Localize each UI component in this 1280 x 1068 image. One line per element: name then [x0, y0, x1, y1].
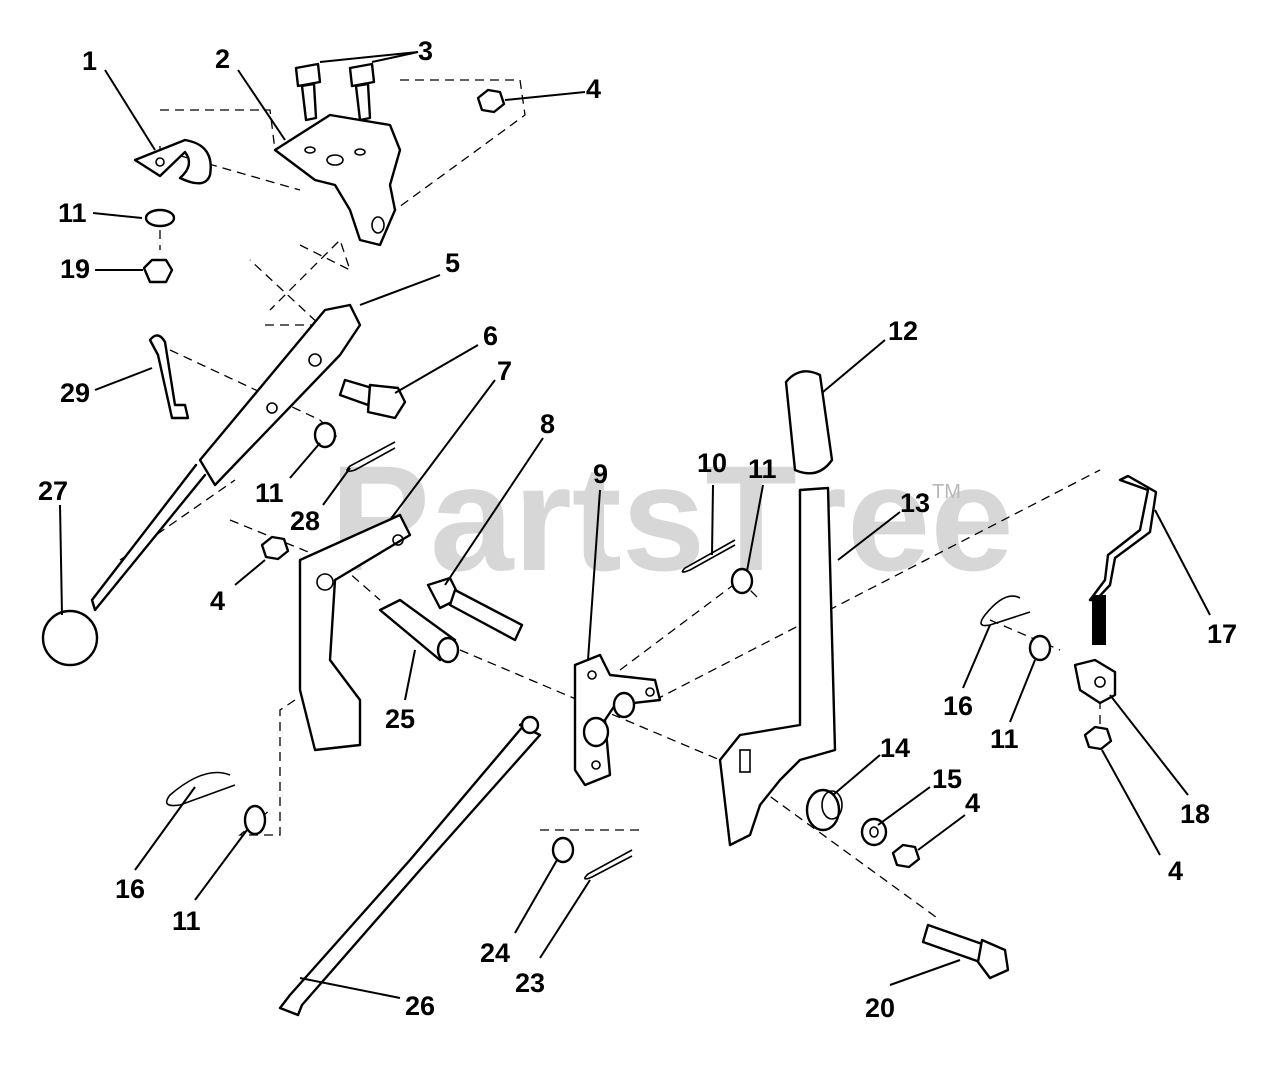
callout-4-b: 4 [210, 586, 225, 616]
part-4-nuts [260, 88, 1113, 869]
callout-18: 18 [1180, 799, 1210, 829]
callout-25: 25 [385, 704, 415, 734]
callout-24: 24 [480, 938, 510, 968]
callout-14: 14 [880, 733, 910, 763]
callout-5: 5 [445, 248, 460, 278]
part-18-swivel [1073, 658, 1117, 705]
part-1-clip [133, 138, 212, 185]
watermark-text: PartsTree [330, 434, 1014, 602]
part-19-nut [142, 258, 174, 284]
part-11-washers [144, 208, 1052, 836]
part-29-link [148, 334, 190, 420]
callout-16-b: 16 [115, 874, 145, 904]
callout-1: 1 [82, 46, 97, 76]
part-3-bolts [294, 62, 376, 122]
callout-20: 20 [865, 993, 895, 1023]
part-17-rod [1088, 474, 1158, 645]
callout-17: 17 [1207, 619, 1237, 649]
callout-11-d: 11 [990, 724, 1019, 754]
callout-15: 15 [932, 764, 962, 794]
part-5-lift-arm [90, 303, 362, 612]
watermark-trademark: TM [932, 481, 961, 503]
part-7-plate [298, 513, 412, 752]
part-14-bushing [805, 788, 843, 832]
callout-28: 28 [290, 506, 320, 536]
callout-11-b: 11 [58, 198, 87, 228]
part-9-plate [573, 653, 662, 787]
callout-4-d: 4 [1168, 856, 1183, 886]
part-8-bolt [426, 576, 524, 642]
callout-4: 4 [586, 74, 601, 104]
callout-12: 12 [888, 316, 918, 346]
callout-13: 13 [900, 488, 930, 518]
callout-16-a: 16 [943, 691, 973, 721]
part-2-bracket [273, 113, 402, 247]
callout-11-c: 11 [255, 478, 284, 508]
callout-labels: 1 2 3 4 5 6 7 8 9 10 11 12 13 14 15 16 1… [38, 36, 1237, 1023]
part-24-washer [551, 836, 575, 864]
callout-6: 6 [483, 321, 498, 351]
part-25-sleeve [378, 598, 460, 664]
part-20-bolt [921, 923, 1010, 980]
leader-lines [59, 51, 1211, 999]
callout-7: 7 [497, 356, 512, 386]
callout-19: 19 [60, 254, 90, 284]
callout-29: 29 [60, 378, 90, 408]
callout-10: 10 [697, 448, 727, 478]
part-12-grip [784, 370, 834, 475]
callout-23: 23 [515, 968, 545, 998]
part-26-rod [278, 715, 542, 1017]
callout-2: 2 [215, 44, 230, 74]
callout-9: 9 [593, 459, 608, 489]
callout-11-e: 11 [172, 906, 201, 936]
part-6-bolt [338, 378, 407, 420]
part-15-washer [860, 817, 888, 847]
callout-3: 3 [418, 36, 433, 66]
callout-27: 27 [38, 476, 68, 506]
callout-4-c: 4 [965, 788, 980, 818]
part-27-knob [41, 609, 99, 667]
callout-8: 8 [540, 409, 555, 439]
callout-11-a: 11 [748, 454, 777, 484]
callout-26: 26 [405, 991, 435, 1021]
part-13-lever [718, 486, 837, 847]
